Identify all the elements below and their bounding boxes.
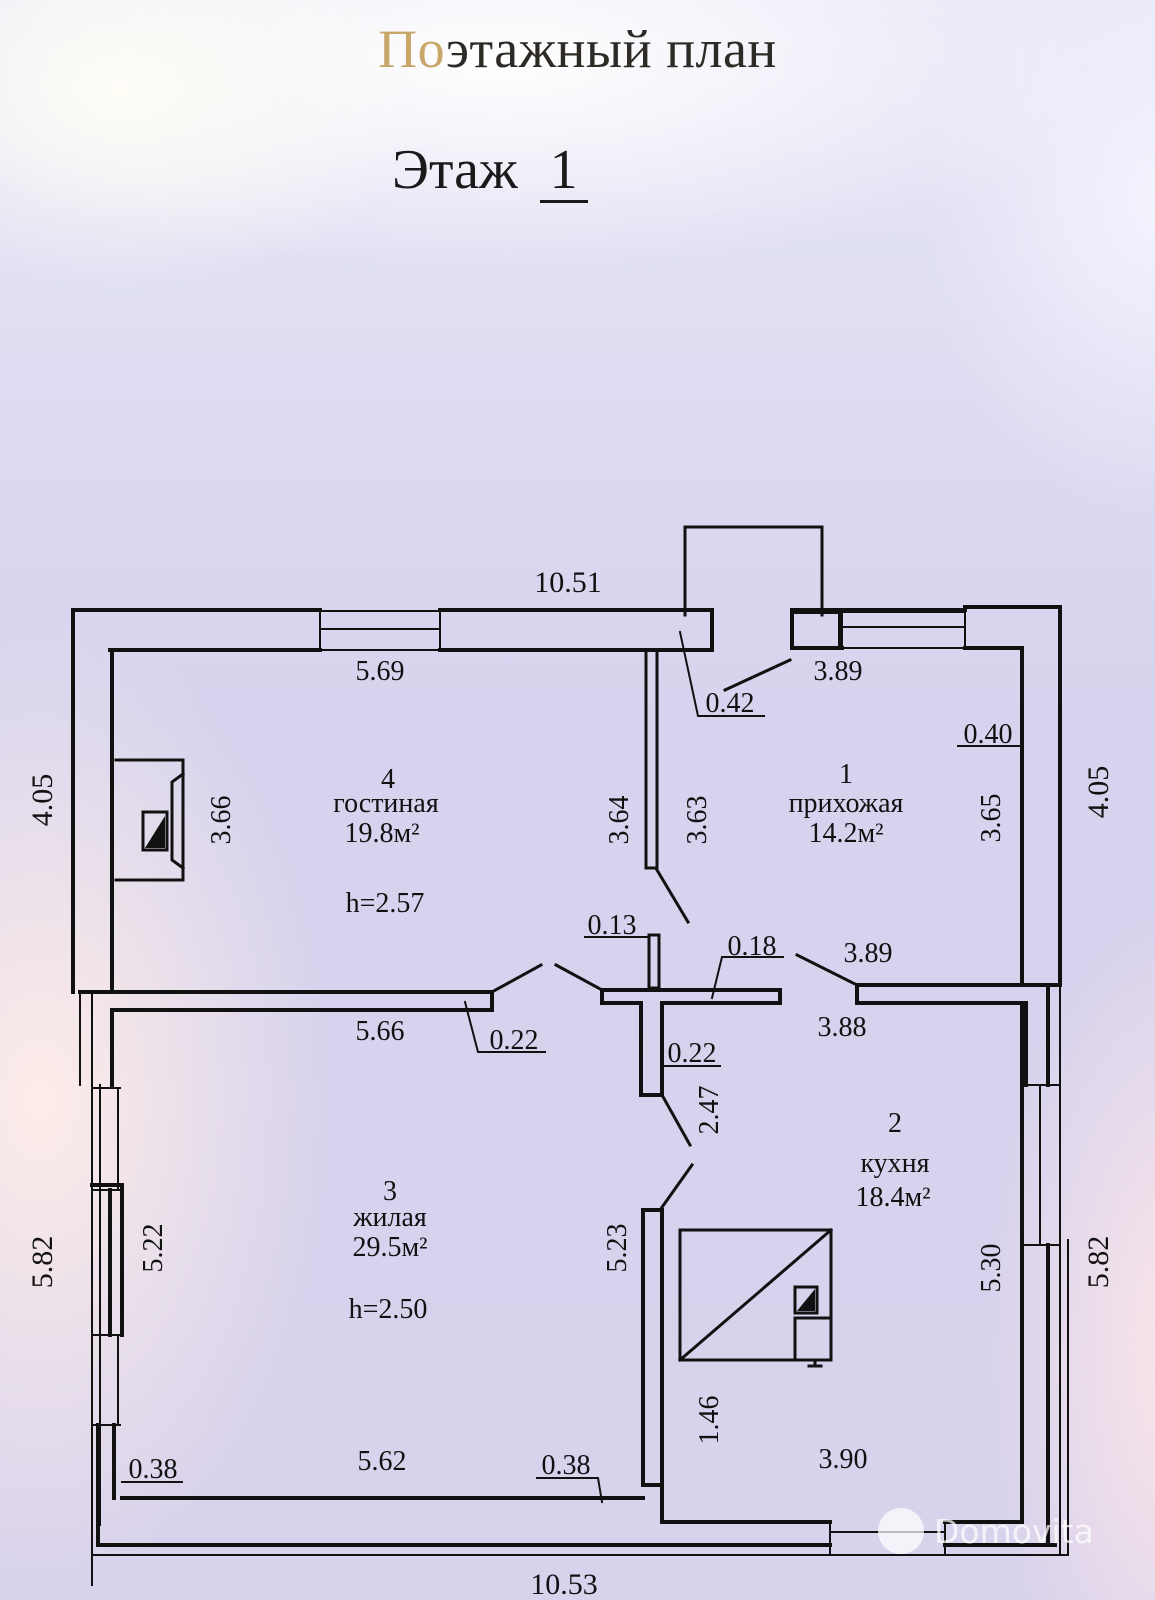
door-leaf-4-1 bbox=[654, 867, 691, 925]
middle-wall-right bbox=[855, 983, 1062, 1087]
watermark: Domovita bbox=[878, 1508, 1094, 1554]
room-2-height-left-lower: 1.46 bbox=[694, 1396, 725, 1445]
kitchen-stove bbox=[678, 1228, 833, 1362]
partition-4-1 bbox=[644, 650, 659, 870]
door-leaf-1-2 bbox=[794, 952, 860, 988]
room-2-height-left-upper: 2.47 bbox=[694, 1086, 725, 1135]
room-4-ceiling: h=2.57 bbox=[346, 888, 425, 919]
floor-heading: Этаж 1 bbox=[392, 138, 588, 203]
thickness-partition-small: 0.13 bbox=[588, 910, 637, 941]
kitchen-flue bbox=[793, 1285, 819, 1315]
room-3-width-bottom: 5.62 bbox=[358, 1446, 407, 1477]
room-3-height-right: 5.23 bbox=[602, 1224, 633, 1273]
entrance-pier-right bbox=[790, 610, 842, 650]
room-4-area: 19.8м² bbox=[344, 818, 419, 849]
watermark-text: Domovita bbox=[934, 1511, 1094, 1551]
kitchen-stove-box bbox=[793, 1316, 833, 1368]
thickness-south: 0.38 bbox=[542, 1450, 591, 1481]
thickness-east-upper: 0.40 bbox=[964, 719, 1013, 750]
room-1-name: прихожая bbox=[789, 788, 904, 819]
room-1-area: 14.2м² bbox=[808, 818, 883, 849]
room-3-area: 29.5м² bbox=[352, 1232, 427, 1263]
room-3-width-top: 5.66 bbox=[356, 1016, 405, 1047]
room-3-height-left: 5.22 bbox=[138, 1224, 169, 1273]
fireplace bbox=[114, 758, 186, 882]
room-2-width-bottom: 3.90 bbox=[819, 1444, 868, 1475]
title-main-part: этажный план bbox=[445, 19, 777, 79]
door-leaf-3-2 bbox=[659, 1092, 693, 1148]
dim-right-lower: 5.82 bbox=[1082, 1236, 1115, 1289]
window-left-1 bbox=[91, 1087, 121, 1191]
page-title: Поэтажный план bbox=[0, 18, 1155, 80]
partition-stub-013 bbox=[647, 933, 661, 990]
door-leaf-3-2b bbox=[657, 1162, 695, 1213]
top-outer-wall bbox=[71, 605, 1062, 612]
room-3-name: жилая bbox=[352, 1202, 427, 1233]
left-lower-inner-wall bbox=[108, 1008, 116, 1500]
fireplace-flue bbox=[141, 810, 169, 852]
room-1-height-left: 3.63 bbox=[682, 796, 713, 845]
thickness-entrance: 0.42 bbox=[706, 688, 755, 719]
porch-outline bbox=[683, 525, 824, 617]
room-3-number: 3 bbox=[383, 1176, 397, 1207]
thickness-partition-kitchen: 0.22 bbox=[668, 1038, 717, 1069]
kitchen-stove-diagonal bbox=[677, 1227, 834, 1363]
room-2-name: кухня bbox=[860, 1148, 929, 1179]
room-1-width-top: 3.89 bbox=[814, 656, 863, 687]
window-top-left bbox=[319, 609, 441, 651]
right-outer-wall-upper bbox=[1020, 605, 1062, 987]
room-4-width-top: 5.69 bbox=[356, 656, 405, 687]
dim-top-width: 10.51 bbox=[534, 566, 602, 599]
left-lower-mid-wall bbox=[90, 1183, 124, 1547]
window-left-2 bbox=[91, 1334, 121, 1426]
dim-right-upper: 4.05 bbox=[1082, 766, 1115, 819]
room-1-number: 1 bbox=[839, 759, 853, 790]
room-3-ceiling: h=2.50 bbox=[349, 1294, 428, 1325]
room-1-height-right: 3.65 bbox=[976, 794, 1007, 843]
door-leaf-4-3-right bbox=[553, 962, 605, 993]
bottom-inner-wall-kitchen bbox=[660, 1483, 1024, 1524]
dim-left-upper: 4.05 bbox=[26, 774, 59, 827]
thickness-west-lower: 0.38 bbox=[129, 1454, 178, 1485]
dim-bottom-width: 10.53 bbox=[530, 1568, 598, 1600]
room-1-width-bottom: 3.89 bbox=[844, 938, 893, 969]
thickness-partition-living: 0.22 bbox=[490, 1025, 539, 1056]
door-leaf-4-3-left bbox=[489, 962, 544, 995]
room-2-number: 2 bbox=[888, 1108, 902, 1139]
leader-018 bbox=[710, 956, 784, 1000]
leader-022-left bbox=[463, 1000, 546, 1053]
room-2-area: 18.4м² bbox=[855, 1182, 930, 1213]
room-4-height-right: 3.64 bbox=[604, 796, 635, 845]
thickness-partition-hall: 0.18 bbox=[728, 931, 777, 962]
room-4-name: гостиная bbox=[333, 788, 439, 819]
room-2-height-right: 5.30 bbox=[976, 1244, 1007, 1293]
top-inner-wall bbox=[108, 646, 1024, 652]
dim-left-lower: 5.82 bbox=[26, 1236, 59, 1289]
kitchen-flue-fill bbox=[797, 1289, 815, 1311]
watermark-logo-icon bbox=[878, 1508, 924, 1554]
room-4-number: 4 bbox=[381, 764, 395, 795]
room-4-height-left: 3.66 bbox=[206, 796, 237, 845]
window-top-right bbox=[841, 606, 966, 649]
title-faded-part: По bbox=[378, 19, 446, 79]
floor-label: Этаж bbox=[392, 139, 518, 201]
room-2-width-top: 3.88 bbox=[818, 1012, 867, 1043]
window-right bbox=[1023, 984, 1061, 1556]
floor-number: 1 bbox=[539, 141, 588, 203]
leader-038-bottom bbox=[536, 1477, 604, 1504]
partition-3-2 bbox=[641, 1208, 664, 1487]
leader-entry-door bbox=[723, 658, 792, 692]
middle-wall-left bbox=[78, 990, 494, 1012]
fireplace-flue-fill bbox=[145, 816, 165, 848]
leader-042 bbox=[678, 630, 765, 717]
